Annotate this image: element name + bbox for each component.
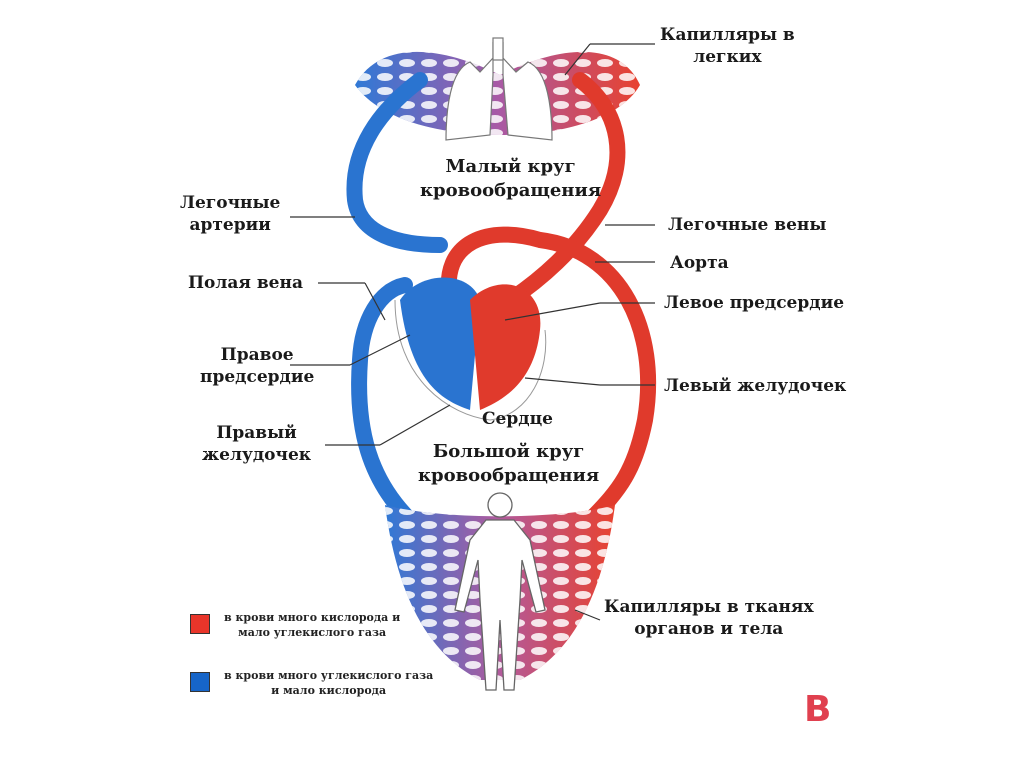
variant-badge: B — [804, 689, 832, 730]
label-vena-cava: Полая вена — [188, 273, 303, 293]
pulmonary-artery-vessel — [346, 72, 448, 253]
leader-lines — [290, 43, 655, 621]
human-body-icon — [454, 492, 546, 691]
label-body-capillaries: Капилляры в тканях органов и тела — [604, 597, 814, 639]
label-pulmonary-veins: Легочные вены — [668, 215, 827, 235]
heart-icon — [394, 277, 547, 421]
label-aorta: Аорта — [670, 253, 729, 273]
legend-item-oxygenated: в крови много кислорода и мало углекисло… — [190, 610, 400, 640]
label-right-atrium: Правое предсердие — [200, 345, 315, 387]
label-left-atrium: Левое предсердие — [664, 293, 845, 313]
legend-swatch-blue — [190, 672, 210, 692]
label-pulmonary-arteries: Легочные артерии — [180, 193, 281, 235]
label-heart: Сердце — [482, 409, 553, 429]
label-right-ventricle: Правый желудочек — [202, 423, 312, 465]
aorta-vessel — [440, 226, 657, 528]
lungs-icon — [445, 37, 553, 141]
legend-swatch-red — [190, 614, 210, 634]
label-lung-capillaries: Капилляры в легких — [660, 25, 795, 67]
vena-cava-vessel — [351, 277, 418, 528]
label-pulmonary-circulation: Малый круг кровообращения — [420, 156, 602, 201]
label-systemic-circulation: Большой круг кровообращения — [418, 441, 600, 486]
pulmonary-vein-vessel — [502, 72, 626, 308]
lung-capillaries — [355, 51, 640, 136]
legend-item-deoxygenated: в крови много углекислого газа и мало ки… — [190, 668, 433, 698]
label-left-ventricle: Левый желудочек — [664, 376, 847, 396]
